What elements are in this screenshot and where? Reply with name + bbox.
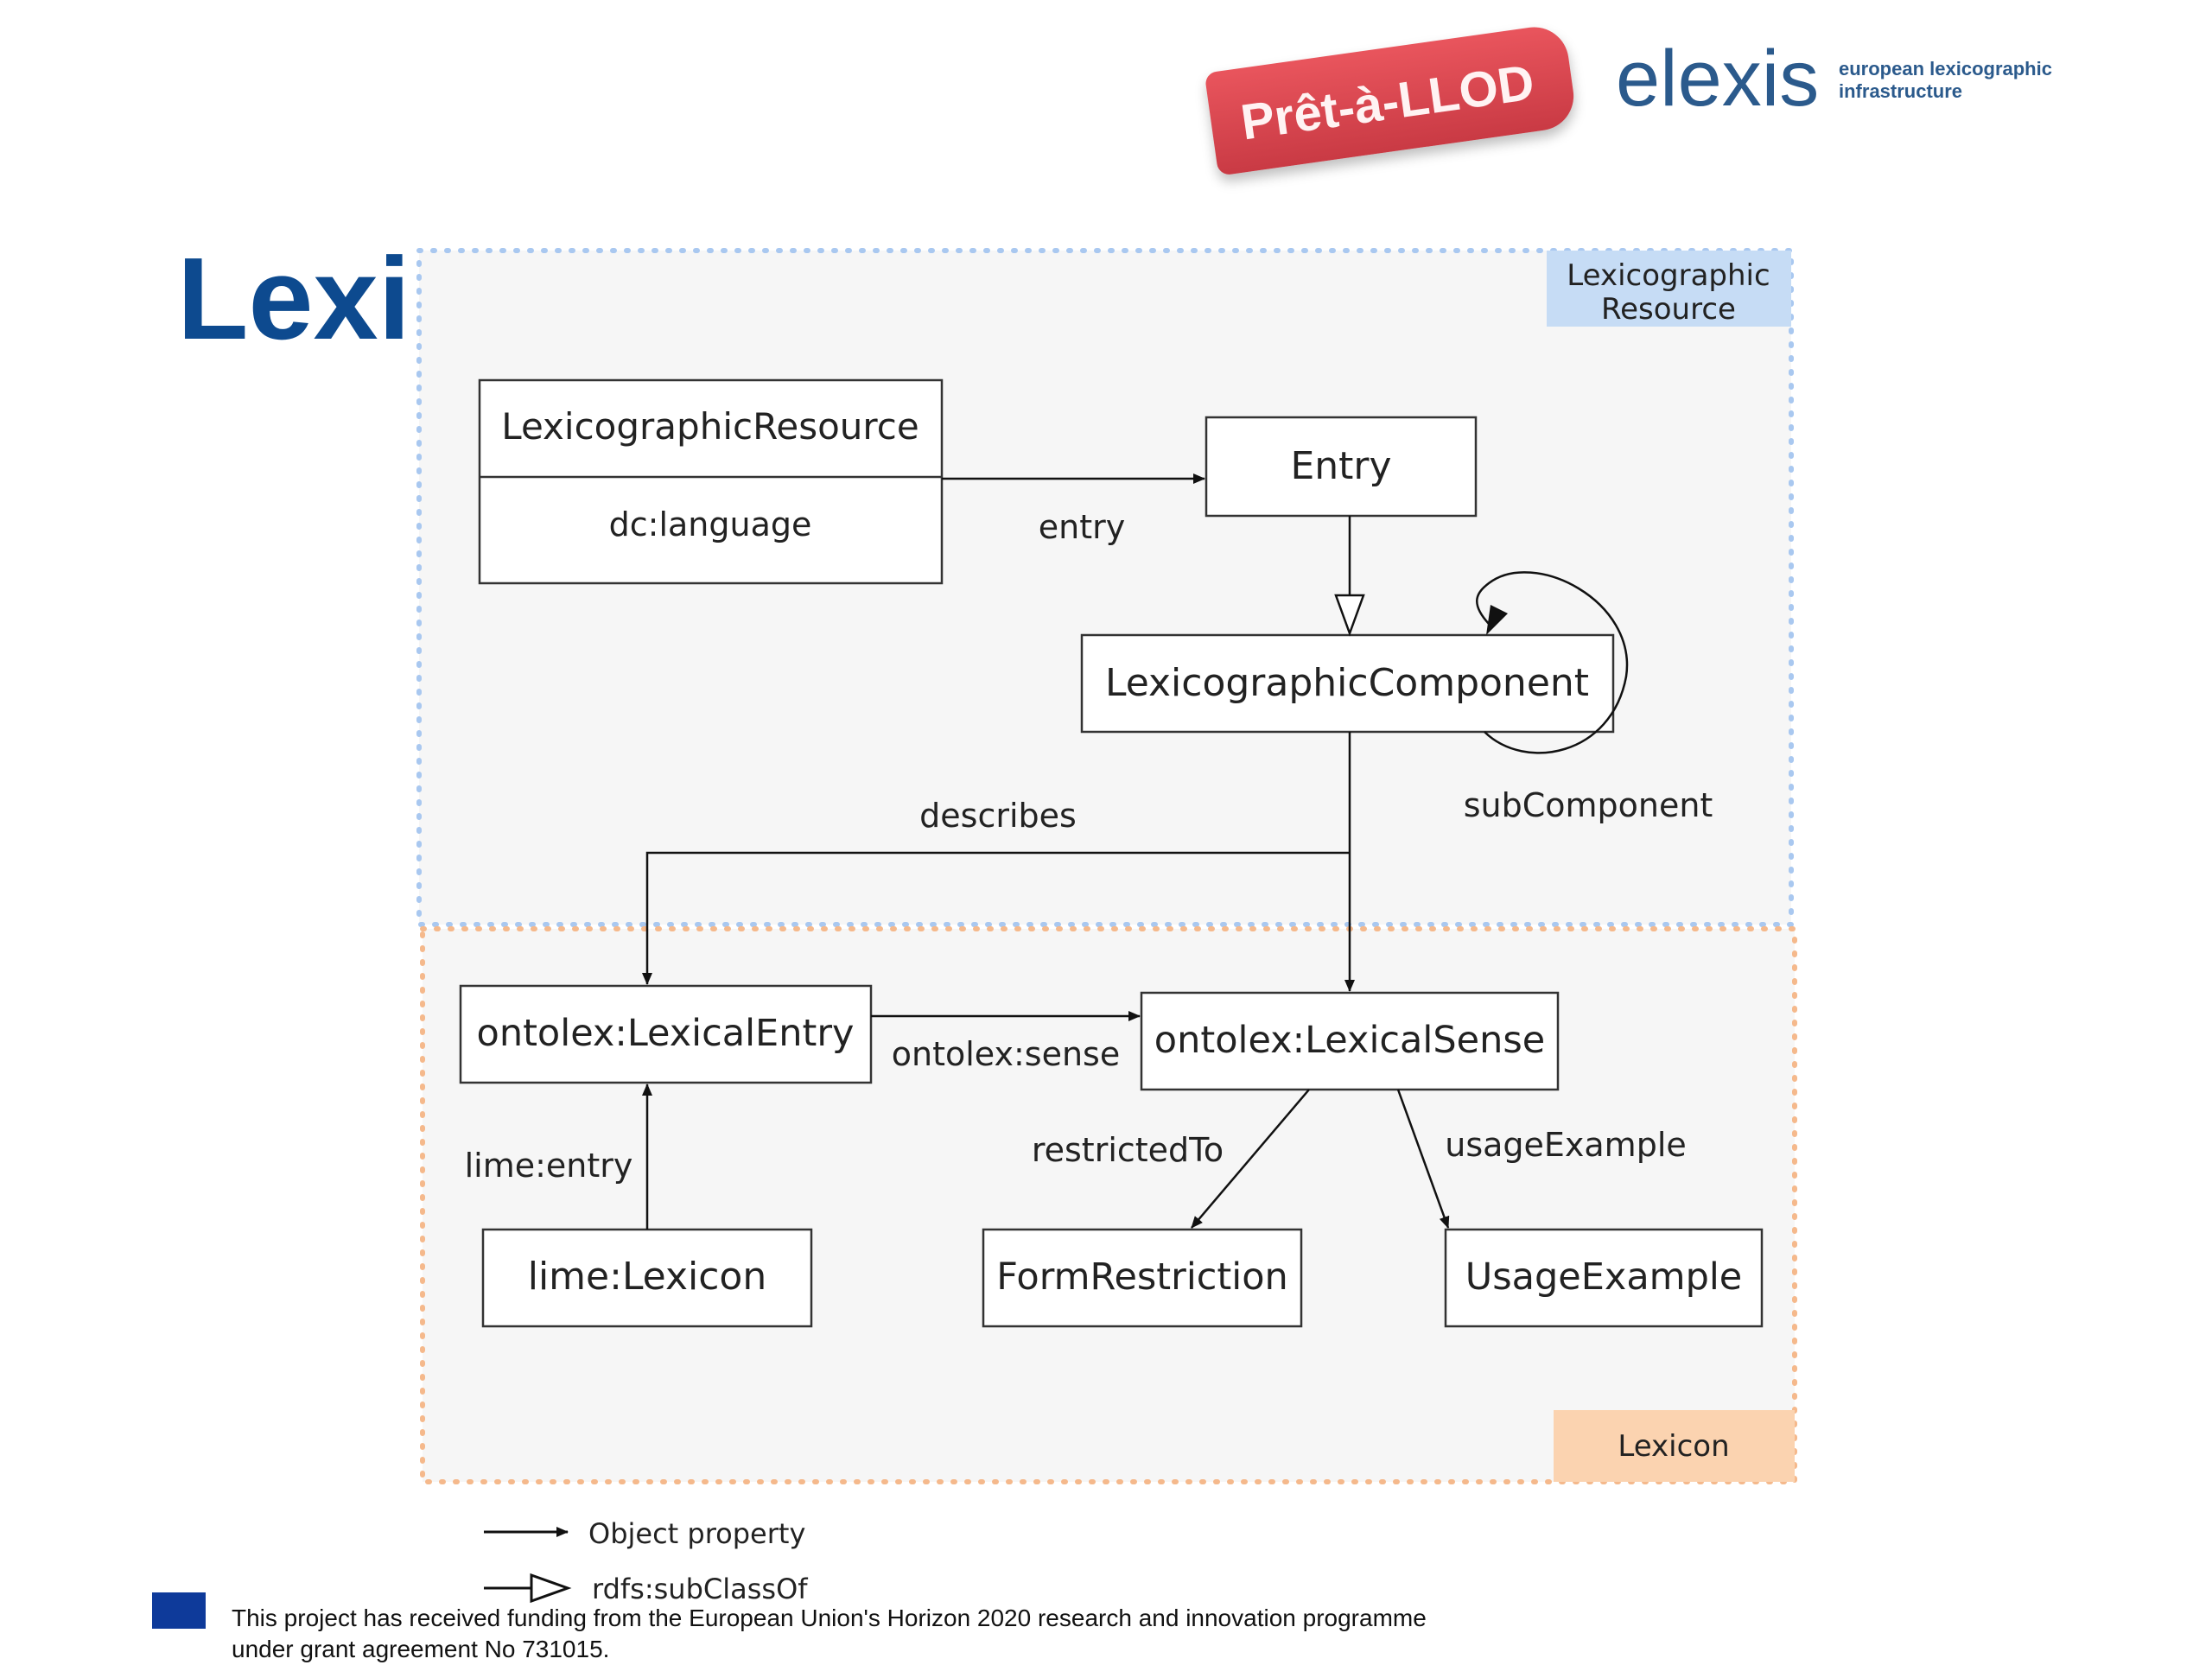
node-lexicon-label: lime:Lexicon <box>528 1255 767 1299</box>
node-lexicographic-component-label: LexicographicComponent <box>1105 661 1589 705</box>
region-label-top-line1: Lexicographic <box>1567 258 1770 293</box>
lexicographic-model-diagram: Lexicographic Resource Lexicon Lexicogra… <box>416 248 1797 1605</box>
eu-flag-icon <box>152 1592 206 1629</box>
region-label-bottom: Lexicon <box>1618 1429 1729 1464</box>
node-lexicographic-resource: LexicographicResource dc:language <box>478 378 944 585</box>
region-label-box-bottom <box>1554 1410 1795 1482</box>
edge-usage-example-label: usageExample <box>1445 1126 1687 1164</box>
region-lexicographic-resource: Lexicographic Resource <box>416 248 1794 927</box>
node-lexical-sense: ontolex:LexicalSense <box>1140 991 1560 1091</box>
node-form-restriction: FormRestriction <box>982 1228 1303 1328</box>
node-lexical-sense-label: ontolex:LexicalSense <box>1154 1019 1545 1062</box>
node-lexicon: lime:Lexicon <box>481 1228 813 1328</box>
node-entry: Entry <box>1205 416 1478 518</box>
edge-describes-label: describes <box>919 797 1077 835</box>
region-label-box-top <box>1547 251 1791 327</box>
node-usage-example-label: UsageExample <box>1465 1255 1743 1299</box>
slide-title: Lexi <box>177 233 411 364</box>
pret-a-llod-logo: Prêt-à-LLOD <box>1192 22 1581 177</box>
node-entry-label: Entry <box>1290 444 1391 488</box>
node-usage-example: UsageExample <box>1444 1228 1764 1328</box>
edge-sub-component-label: subComponent <box>1464 786 1713 824</box>
edge-lime-entry: lime:entry <box>465 1084 652 1230</box>
edge-usage-example: usageExample <box>1396 1089 1687 1229</box>
elexis-tagline: european lexicographic infrastructure <box>1839 58 2052 104</box>
diagram-legend: Object property rdfs:subClassOf <box>484 1517 808 1605</box>
edge-lime-entry-label: lime:entry <box>465 1147 633 1185</box>
legend-subclass-arrowhead <box>530 1573 572 1604</box>
elexis-logo-text: elexis <box>1616 35 1820 123</box>
node-lexicographic-component: LexicographicComponent <box>1080 633 1615 734</box>
elexis-logo: elexis european lexicographic infrastruc… <box>1607 39 2091 143</box>
edge-describes: describes <box>642 797 1350 985</box>
edge-sub-component: subComponent <box>1464 571 1713 824</box>
region-label-top-line2: Resource <box>1601 292 1736 327</box>
node-lexical-entry-label: ontolex:LexicalEntry <box>477 1012 855 1055</box>
node-lexicographic-resource-label: LexicographicResource <box>501 405 918 448</box>
node-lexicographic-resource-attribute: dc:language <box>609 505 812 543</box>
edge-entry-subclass-of <box>1334 516 1365 637</box>
node-lexical-entry: ontolex:LexicalEntry <box>459 984 873 1084</box>
edge-restricted-to-label: restrictedTo <box>1032 1131 1224 1169</box>
legend-object-property-label: Object property <box>588 1517 805 1550</box>
edge-ontolex-sense: ontolex:sense <box>871 1011 1141 1073</box>
edge-ontolex-sense-label: ontolex:sense <box>892 1035 1120 1073</box>
legend-subclass-label: rdfs:subClassOf <box>592 1573 808 1605</box>
node-form-restriction-label: FormRestriction <box>996 1255 1288 1299</box>
edge-entry-label: entry <box>1039 508 1125 546</box>
elexis-tagline-line2: infrastructure <box>1839 80 1963 103</box>
edge-entry: entry <box>942 473 1205 546</box>
funding-statement: This project has received funding from t… <box>232 1605 1427 1662</box>
edge-restricted-to: restrictedTo <box>1032 1089 1310 1229</box>
elexis-tagline-line1: european lexicographic <box>1839 58 2052 79</box>
